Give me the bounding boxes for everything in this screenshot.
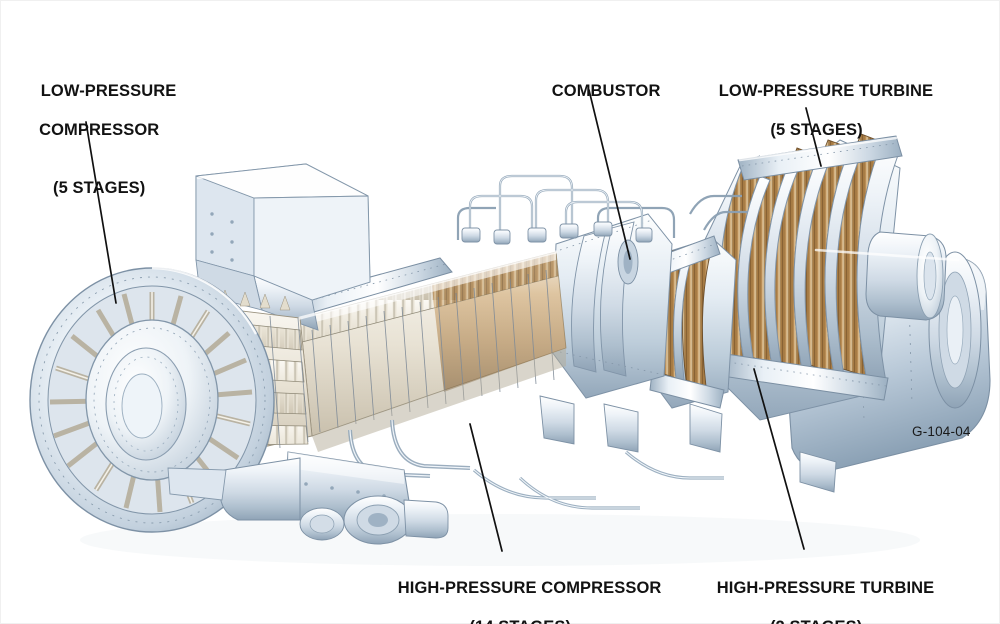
callout-line-1: COMBUSTOR xyxy=(551,81,661,100)
combustor-assembly xyxy=(551,213,673,399)
callout-combustor: COMBUSTOR xyxy=(533,62,661,121)
lower-pipe-runs xyxy=(472,450,724,510)
callout-line-1: LOW-PRESSURE TURBINE xyxy=(718,81,934,100)
callout-line-3: (5 STAGES) xyxy=(53,179,146,197)
front-lower-fairing xyxy=(167,457,301,521)
callout-high-pressure-turbine: HIGH-PRESSURE TURBINE (2 STAGES) xyxy=(698,559,934,624)
engine-mount-struts xyxy=(539,395,837,493)
callout-line-1: HIGH-PRESSURE TURBINE xyxy=(716,578,935,597)
callout-line-2: (2 STAGES) xyxy=(698,618,934,624)
figure-id-label: G-104-04 xyxy=(912,424,971,439)
high-pressure-compressor-assembly xyxy=(299,251,567,452)
accessory-gearbox xyxy=(285,451,449,545)
lower-pipe-runs-highlight xyxy=(473,451,724,509)
callout-line-2: COMPRESSOR xyxy=(39,120,160,139)
lpc-inlet-face xyxy=(29,266,275,533)
callout-line-1: HIGH-PRESSURE COMPRESSOR xyxy=(397,578,662,597)
callout-high-pressure-compressor: HIGH-PRESSURE COMPRESSOR (14 STAGES) xyxy=(379,559,662,624)
callout-line-2: (5 STAGES) xyxy=(770,120,863,139)
callout-line-1: LOW-PRESSURE xyxy=(40,81,177,100)
rear-bearing-housing xyxy=(865,231,947,321)
callout-line-2: (14 STAGES) xyxy=(379,618,661,624)
lp-turbine-separator-ribs xyxy=(737,147,863,377)
callout-low-pressure-compressor: LOW-PRESSURE COMPRESSOR (5 STAGES) xyxy=(22,62,176,238)
callout-low-pressure-turbine: LOW-PRESSURE TURBINE (5 STAGES) xyxy=(700,62,933,179)
